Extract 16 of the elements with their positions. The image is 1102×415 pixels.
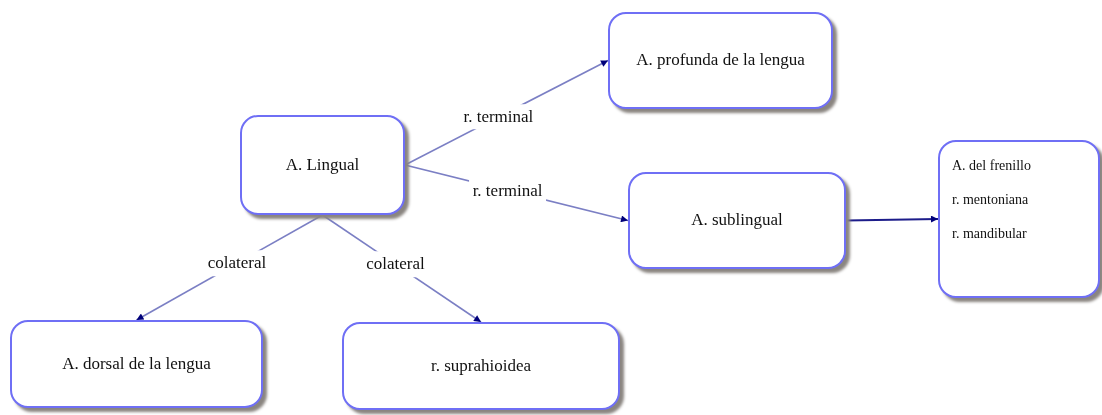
rounded-box [628, 172, 846, 269]
node-text: A. dorsal de la lengua [62, 352, 211, 375]
node-text: A. sublingual [691, 209, 783, 232]
node-text: r. suprahioidea [430, 354, 532, 377]
rounded-box [10, 320, 263, 408]
rounded-box [240, 115, 405, 215]
node-text: r. mandibular [952, 224, 1027, 243]
rounded-box [342, 322, 620, 410]
rounded-box [938, 140, 1100, 298]
edge-label: r. terminal [468, 177, 547, 204]
node-text: A. Lingual [285, 153, 360, 176]
arrow [845, 215, 939, 223]
node-text: r. mentoniana [952, 190, 1029, 209]
rounded-box [608, 12, 833, 109]
node-text: A. profunda de la lengua [636, 49, 805, 72]
node-text: A. del frenillo [952, 157, 1031, 175]
